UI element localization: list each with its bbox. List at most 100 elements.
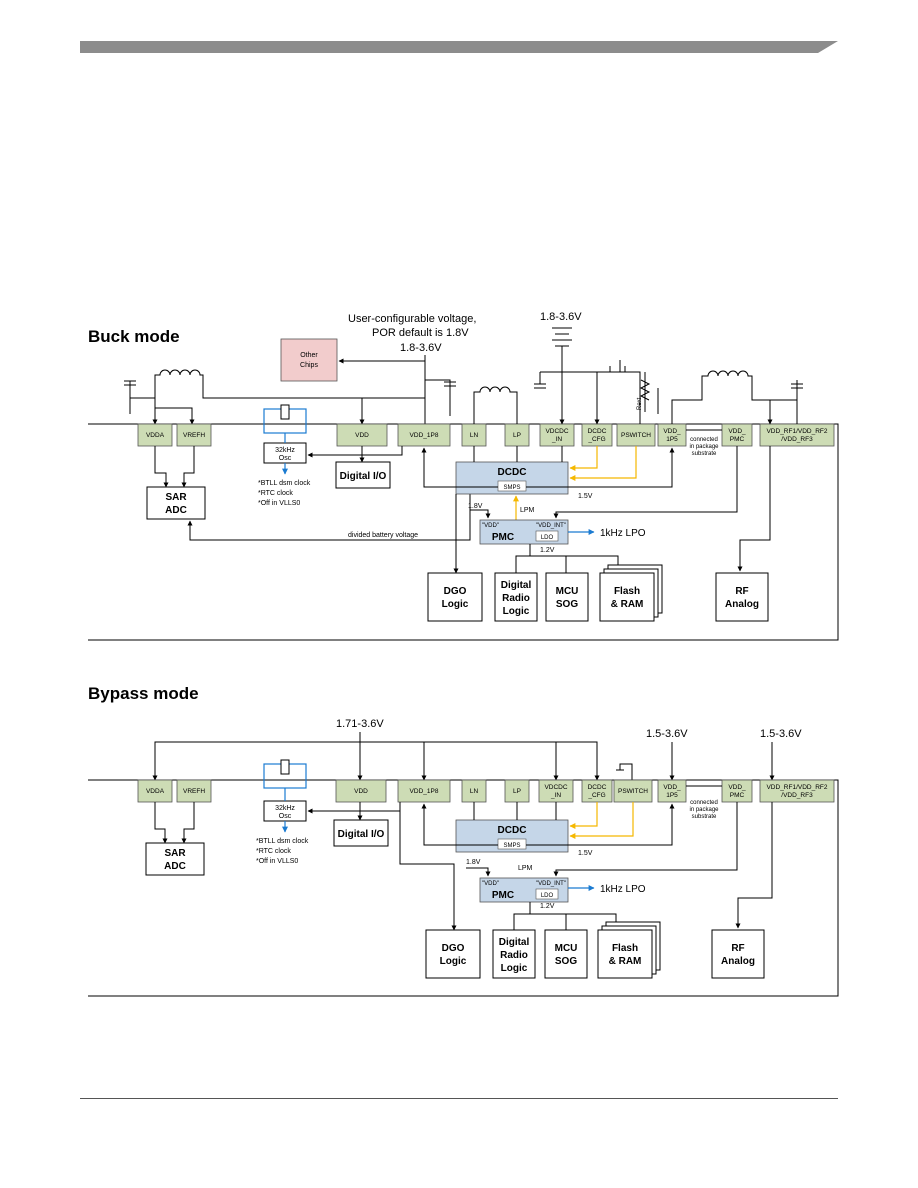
sar-adc-label-2: ADC [165,505,187,516]
other-chips-label-1: Other [300,352,318,359]
bp-pmc-vdd-int-label: "VDD_INT" [536,881,566,887]
rf-cap [791,380,803,414]
bp-rf-analog-block [711,929,765,979]
pin-pswitch-label: PSWITCH [621,432,651,439]
header-bar [80,40,838,53]
vrefh-wire [155,407,195,425]
rext-label: Rext [637,397,643,410]
bp-pin-dcdc-cfg-label-1: DCDC [588,784,607,791]
footer-rule [80,1098,838,1099]
bp-pswitch-signal [569,802,634,839]
osc-note-3: *Off in VLLS0 [258,500,300,507]
pswitch-signal [569,446,637,481]
divided-battery-label: divided battery voltage [348,532,418,539]
bp-pin-vdd-rf-label-1: VDD_RF1/VDD_RF2 [766,784,827,791]
bp-pswitch-gnd [616,763,633,780]
digital-io-label: Digital I/O [340,471,387,482]
vdda-wire [130,397,158,425]
bp-pins-to-dcdc [473,802,557,820]
vrefh-to-adc [181,446,195,488]
osc-label-2: Osc [279,455,292,462]
bp-v15-label: 1.5V [578,850,593,857]
switch-icon [609,360,626,372]
bp-dgo-label-1: DGO [442,943,465,954]
bp-ldo-block [535,888,559,900]
bp-digital-io-label: Digital I/O [338,829,385,840]
digital-radio-block [494,572,538,622]
v18-to-pmc [470,509,491,519]
bypass-1p5-supply: 1.5-3.6V [646,728,688,740]
dcdc-inductor [473,386,518,424]
pin-vdcdc-in-label-1: VDCDC [545,428,568,435]
bp-connected-label-2: in package [689,807,719,813]
bp-dcdc-cfg-signal [569,802,598,829]
rf-analog-block [715,572,769,622]
bp-digital-radio-block [492,929,536,979]
bp-pin-vdcdc-label-1: VDCDC [544,784,567,791]
bp-pin-vdcdc-label-2: _IN [550,792,561,799]
connected-label-3: substrate [692,451,717,457]
bp-pin-vdd [335,779,387,803]
dgo-logic-block [427,572,483,622]
mcu-sog-label-2: SOG [556,599,578,610]
osc-supply-wire [307,446,403,458]
bp-lpm-label: LPM [518,865,533,872]
bp-pin-vdd-label: VDD [354,788,368,795]
bp-mcu-sog-label-2: SOG [555,956,577,967]
bp-sar-adc-block [145,842,205,876]
bp-smps-label: SMPS [503,843,520,849]
lpm-label: LPM [520,507,535,514]
pin-ln-label: LN [470,432,479,439]
bp-dcdc-to-1p8 [421,803,498,846]
bp-rf-to-analog [735,802,773,929]
other-supply-voltage: 1.8-3.6V [400,342,442,354]
rf-analog-label-1: RF [735,586,748,597]
smps-label: SMPS [503,485,520,491]
battery-icon [552,327,572,347]
bp-pmc-label: PMC [492,890,514,901]
v15-label: 1.5V [578,493,593,500]
bp-dgo-label-2: Logic [440,956,467,967]
flash-ram-label-2: & RAM [611,599,644,610]
pmc-vdd-label: "VDD" [482,523,499,529]
bp-vrefh-to-adc [181,802,195,844]
digital-radio-label-3: Logic [503,606,530,617]
bp-flash-ram-label-1: Flash [612,943,638,954]
bp-main-bus [154,741,598,780]
lnlp-to-dcdc [473,446,518,462]
bp-digital-radio-label-1: Digital [499,937,530,948]
bp-digital-io-block [333,819,389,847]
osc-note-1: *BTLL dsm clock [258,480,311,487]
bp-pin-vdd-pmc-label-1: VDD_ [728,784,746,791]
pin-vdd-pmc-label-1: VDD_ [728,428,746,435]
sar-adc-block [146,486,206,520]
bp-pin-vdd-1p5-label-1: VDD_ [663,784,681,791]
dcdc-to-1p8 [421,447,498,488]
v12-bus [515,544,619,573]
vdd1p8-cap-wire [425,379,451,416]
bp-v18-label: 1.8V [466,859,481,866]
osc-label-1: 32kHz [275,447,295,454]
bypass-rf-supply: 1.5-3.6V [760,728,802,740]
pin-vdd-pmc-label-2: PMC [730,436,745,443]
bp-lpo-label: 1kHz LPO [600,884,646,895]
rf-analog-label-2: Analog [725,599,759,610]
flash-ram-block [599,572,655,622]
bp-osc-label-1: 32kHz [275,805,295,812]
digital-io-block [335,461,391,489]
bp-pin-vdda-label: VDDA [146,788,165,795]
bp-osc-supply [307,802,401,814]
pmc-supply-wire [553,446,738,519]
vdd1p8-cap [444,381,456,387]
digital-radio-label-2: Radio [502,593,530,604]
bp-sar-adc-label-1: SAR [164,848,186,859]
bp-dcdc-to-1p5 [526,803,675,846]
dcdc-to-1p5 [526,447,675,488]
v18-label: 1.8V [468,503,483,510]
bp-pin-pswitch-label: PSWITCH [618,788,648,795]
lpo-label: 1kHz LPO [600,528,646,539]
ldo-block [535,530,559,542]
pin-vdda-label: VDDA [146,432,165,439]
bp-v12-label: 1.2V [540,903,555,910]
pmc-label: PMC [492,532,514,543]
